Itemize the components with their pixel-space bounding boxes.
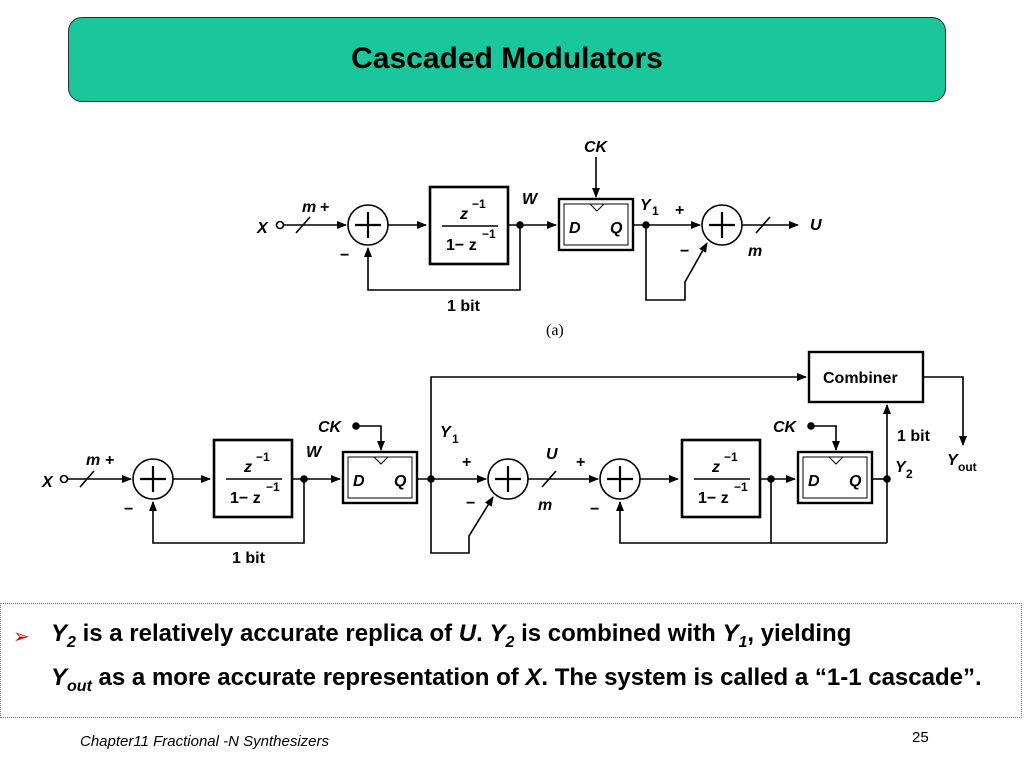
integrator-den-exp-b1: −1	[266, 480, 280, 494]
label-m-a2: m	[748, 243, 762, 260]
diagram-a-labels: X m + − z −1 1− z −1 W CK D Q Y 1 + − m …	[256, 139, 822, 339]
integrator-den-exp-a: −1	[482, 227, 496, 241]
label-plus-b3: +	[576, 454, 585, 471]
input-terminal-b	[59, 474, 69, 484]
label-yout: Y	[947, 452, 959, 469]
integrator-num-b1: z	[243, 459, 252, 476]
label-q-b2: Q	[849, 473, 862, 490]
page-number: 25	[912, 729, 929, 746]
flip-flop-b2	[796, 450, 874, 505]
label-yout-sub: out	[958, 460, 977, 474]
integrator-den-b2: 1− z	[698, 490, 729, 507]
label-x-b: X	[41, 474, 54, 491]
integrator-den-b1: 1− z	[230, 490, 261, 507]
label-d-a: D	[569, 220, 581, 237]
label-minus-b1: −	[124, 501, 133, 518]
label-q-a: Q	[610, 220, 623, 237]
title-banner: Cascaded Modulators	[68, 17, 946, 102]
label-minus-b3: −	[590, 501, 599, 518]
label-plus-b2: +	[462, 454, 471, 471]
integrator-den-a: 1− z	[446, 237, 477, 254]
label-1bit-a: 1 bit	[447, 298, 481, 315]
diagram-a	[275, 157, 799, 301]
integrator-num-a: z	[459, 206, 468, 223]
label-u-a: U	[810, 217, 822, 234]
label-u-b: U	[546, 446, 558, 463]
integrator-num-b2: z	[711, 459, 720, 476]
label-d-b2: D	[808, 473, 820, 490]
input-terminal-a	[275, 220, 285, 230]
bullet-text: Y2 is a relatively accurate replica of U…	[51, 620, 982, 695]
label-y1-sub-a: 1	[652, 204, 659, 218]
label-ck-b1: CK	[318, 419, 343, 436]
label-y1-sub-b: 1	[452, 432, 459, 446]
label-y1-b: Y	[440, 424, 452, 441]
cascaded-modulator-diagram: X m + − z −1 1− z −1 W CK D Q Y 1 + − m …	[41, 139, 977, 567]
integrator-den-exp-b2: −1	[734, 480, 748, 494]
footer-chapter: Chapter11 Fractional -N Synthesizers	[80, 733, 329, 750]
integrator-exp-b2: −1	[724, 450, 738, 464]
label-1bit-b2: 1 bit	[897, 428, 931, 445]
bullet-box: ➢ Y2 is a relatively accurate replica of…	[0, 603, 1022, 718]
diagram-b	[59, 350, 967, 554]
label-y2-sub-b: 2	[906, 467, 913, 481]
label-minus-b2: −	[466, 495, 475, 512]
label-1bit-b1: 1 bit	[232, 550, 266, 567]
combiner-label: Combiner	[823, 370, 898, 387]
integrator-exp-a: −1	[472, 197, 486, 211]
page-title: Cascaded Modulators	[351, 42, 663, 75]
label-y1-a: Y	[640, 197, 652, 214]
label-w-a: W	[522, 191, 539, 208]
caption-a: (a)	[546, 322, 564, 339]
label-m-b2: m	[538, 497, 552, 514]
integrator-exp-b1: −1	[256, 450, 270, 464]
red-arrow-bullet-icon: ➢	[13, 626, 30, 648]
label-plus-b1: +	[105, 452, 114, 469]
label-d-b1: D	[353, 473, 365, 490]
label-x-a: X	[256, 220, 269, 237]
label-ck-a: CK	[584, 139, 609, 156]
label-q-b1: Q	[394, 473, 407, 490]
label-w-b: W	[306, 444, 323, 461]
label-m-b: m	[86, 452, 100, 469]
label-m-a: m	[302, 199, 316, 216]
flip-flop-b1	[341, 450, 419, 505]
diagram-b-labels: X m + − z −1 1− z −1 W CK D Q Y 1 + − U …	[41, 370, 977, 567]
label-plus-a2: +	[675, 202, 684, 219]
label-minus-a2: −	[680, 243, 689, 260]
label-ck-b2: CK	[773, 419, 798, 436]
label-minus-a: −	[340, 247, 349, 264]
label-y2-b: Y	[895, 459, 907, 476]
label-plus-a: +	[320, 199, 329, 216]
